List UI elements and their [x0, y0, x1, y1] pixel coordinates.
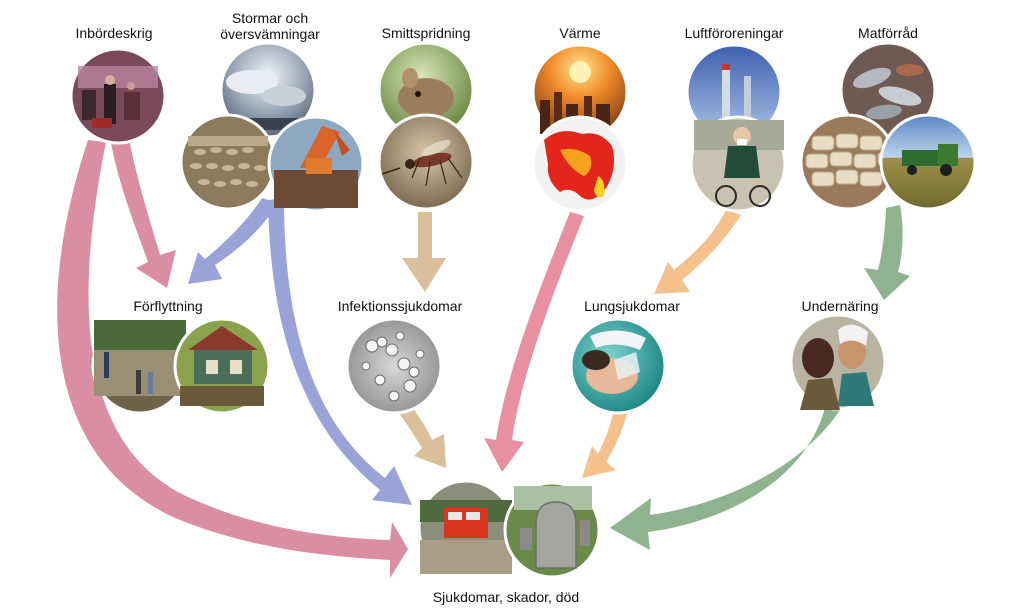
flood-village-photo [179, 113, 277, 211]
damaged-house-photo [173, 317, 271, 415]
excavator-debris-photo [267, 115, 365, 213]
label-lung-diseases: Lungsjukdomar [584, 298, 680, 314]
arrow-pollution-to-lung [654, 210, 741, 294]
civil-war-photo [69, 47, 167, 145]
arrow-storms-to-outcome [268, 198, 412, 505]
oxygen-mask-patient-photo [569, 317, 667, 415]
label-storms-floods: Stormar och översvämningar [220, 10, 320, 42]
mother-child-photo [789, 313, 887, 411]
heat-map-photo [531, 115, 629, 213]
label-disease-spread: Smittspridning [381, 25, 471, 41]
label-malnutrition: Undernäring [801, 298, 879, 314]
label-food-supply: Matförråd [858, 25, 918, 41]
ambulance-flood-photo [417, 479, 515, 577]
label-infectious-diseases: Infektionssjukdomar [337, 298, 463, 314]
arrow-infectious-to-outcome [398, 404, 446, 468]
flood-people-photo [91, 317, 189, 415]
fish-market-photo [839, 41, 937, 139]
microscope-cells-photo [345, 317, 443, 415]
label-displacement: Förflyttning [133, 298, 203, 314]
grain-sacks-photo [799, 113, 897, 211]
arrow-heat-to-outcome [484, 212, 584, 472]
gravestones-photo [503, 481, 601, 579]
arrow-malnutrition-to-outcome [610, 404, 840, 550]
label-civil-war: Inbördeskrig [75, 25, 153, 41]
label-heat: Värme [559, 25, 601, 41]
arrow-civilwar-to-displacement [110, 134, 176, 288]
label-outcome: Sjukdomar, skador, död [432, 589, 580, 605]
arrow-storms-to-displacement [188, 198, 278, 284]
chimneys-photo [685, 43, 783, 141]
mouse-photo [377, 41, 475, 139]
arrow-lung-to-outcome [582, 410, 627, 478]
cyclist-mask-photo [689, 115, 787, 213]
arrow-civilwar-to-outcome [57, 140, 408, 578]
harvester-field-photo [879, 113, 977, 211]
mosquito-photo [377, 113, 475, 211]
arrow-food-to-malnutrition [864, 205, 910, 300]
label-air-pollution: Luftföroreningar [684, 25, 784, 41]
arrow-disease-to-infectious [402, 212, 446, 292]
